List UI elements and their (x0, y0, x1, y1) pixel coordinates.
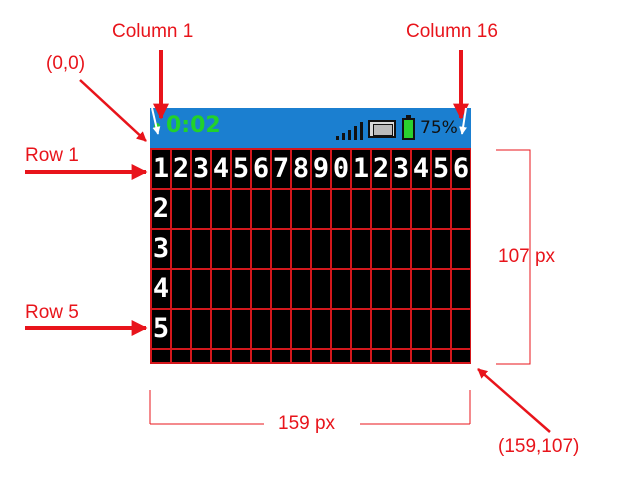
label-height: 107 px (498, 246, 556, 267)
character-grid (150, 148, 471, 364)
status-bar: 0:02 75% (150, 108, 471, 148)
header-digit: 7 (272, 153, 290, 184)
header-digit: 6 (252, 153, 270, 184)
header-digit: 2 (172, 153, 190, 184)
white-tick-left (151, 107, 161, 135)
timer-readout: 0:02 (166, 113, 221, 138)
row-label-digit: 4 (152, 273, 170, 304)
header-digit: 5 (432, 153, 450, 184)
header-digit: 9 (312, 153, 330, 184)
header-digit: 2 (372, 153, 390, 184)
header-digit: 3 (192, 153, 210, 184)
label-row-5: Row 5 (25, 302, 79, 323)
label-column-1: Column 1 (112, 21, 194, 42)
battery-percent: 75% (420, 118, 458, 138)
arrow-origin (79, 79, 147, 142)
header-digit: 4 (212, 153, 230, 184)
header-digit: 5 (232, 153, 250, 184)
header-digit: 8 (292, 153, 310, 184)
film-icon (368, 120, 396, 138)
header-digit: 1 (352, 153, 370, 184)
white-tick-right (459, 107, 468, 135)
row-label-digit: 5 (152, 313, 170, 344)
header-digit: 1 (152, 153, 170, 184)
label-corner: (159,107) (498, 436, 580, 457)
header-digit: 0 (332, 153, 350, 184)
header-digit: 4 (412, 153, 430, 184)
label-column-16: Column 16 (406, 21, 498, 42)
header-digit: 3 (392, 153, 410, 184)
header-digit: 6 (452, 153, 470, 184)
label-row-1: Row 1 (25, 145, 79, 166)
height-bracket (496, 149, 531, 365)
label-width: 159 px (278, 413, 336, 434)
arrow-corner (477, 368, 551, 433)
label-origin: (0,0) (46, 53, 86, 74)
battery-icon (402, 115, 415, 140)
row-label-digit: 2 (152, 193, 170, 224)
row-label-digit: 3 (152, 233, 170, 264)
